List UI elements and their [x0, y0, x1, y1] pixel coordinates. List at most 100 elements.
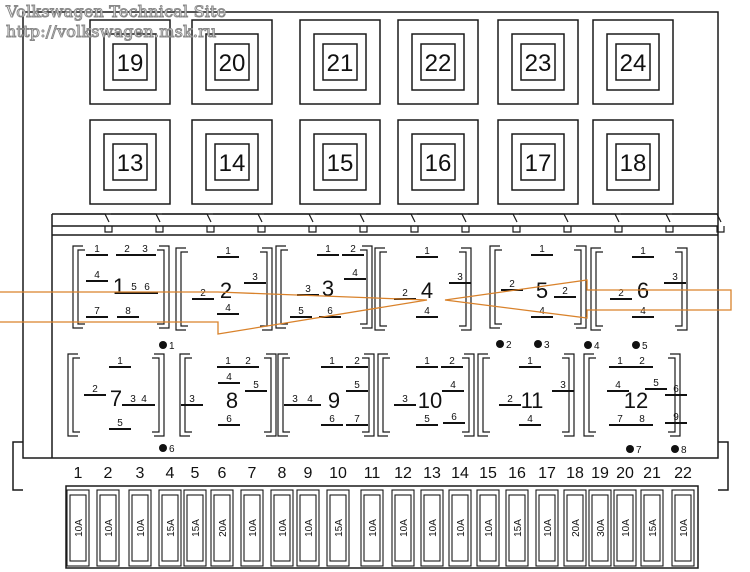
terminal-dot [534, 340, 542, 348]
fuse-rating: 15A [191, 519, 202, 537]
pin-label: 3 [402, 394, 408, 405]
relay-socket-label: 18 [620, 150, 647, 177]
relay-socket-label: 21 [327, 50, 354, 77]
socket-inner [214, 43, 250, 81]
relay-socket-16: 16 [397, 119, 479, 205]
socket-bracket-right [260, 247, 273, 331]
pin-label: 4 [615, 380, 621, 391]
pin-label: 4 [424, 306, 430, 317]
socket-bracket-right [152, 353, 165, 437]
separator-notch [162, 213, 215, 233]
terminal-label: 6 [169, 444, 175, 455]
relay-socket-label: 24 [620, 50, 647, 77]
fuse-body [538, 494, 556, 562]
socket-bracket-right [360, 245, 373, 329]
socket-outer [191, 19, 273, 105]
pin-label: 5 [298, 306, 304, 317]
pin-label: 1 [325, 244, 331, 255]
separator-notch [468, 213, 521, 233]
relay-socket-17: 17 [497, 119, 579, 205]
socket-bracket-left [277, 353, 290, 437]
socket-middle [103, 133, 157, 191]
separator-notch [264, 213, 317, 233]
pin-label: 7 [354, 414, 360, 425]
fuse-number: 11 [364, 465, 381, 482]
relay-socket-20: 20 [191, 19, 273, 105]
pin-label: 1 [527, 356, 533, 367]
fuse-number: 22 [674, 465, 692, 482]
fuse-body [566, 494, 584, 562]
socket-middle [205, 33, 259, 91]
fuse-body [329, 494, 347, 562]
pin-label: 1 [329, 356, 335, 367]
socket-middle [606, 33, 660, 91]
fuse-rating: 10A [74, 519, 85, 537]
fuse-rating: 10A [484, 519, 495, 537]
separator-notch [570, 213, 623, 233]
fuse-rating: 30A [596, 519, 607, 537]
pin-label: 7 [94, 306, 100, 317]
terminal-label: 5 [642, 341, 648, 352]
pin-label: 3 [560, 380, 566, 391]
relay-socket-24: 24 [592, 19, 674, 105]
pin-label: 3 [292, 394, 298, 405]
pin-label: 2 [350, 244, 356, 255]
pin-label: 5 [131, 282, 137, 293]
fuse-rating: 10A [399, 519, 410, 537]
terminal-marker-5: 5 [632, 341, 648, 352]
fuse-body [479, 494, 497, 562]
fuse-rating: 10A [248, 519, 259, 537]
fuse-number: 8 [278, 465, 287, 482]
fuse-number: 15 [479, 465, 497, 482]
relay-socket-label: 23 [525, 50, 552, 77]
separator-notch [315, 213, 368, 233]
pin-label: 2 [562, 286, 568, 297]
fuse-body [243, 494, 261, 562]
pin-label: 3 [672, 272, 678, 283]
relay-position-label: 12 [624, 388, 648, 413]
highlight-overlay-right [444, 279, 732, 319]
fuse-body [423, 494, 441, 562]
fuse-rating: 10A [136, 519, 147, 537]
socket-inner [214, 143, 250, 181]
relay-socket-label: 16 [425, 150, 452, 177]
terminal-dot [671, 445, 679, 453]
pin-label: 3 [457, 272, 463, 283]
pin-label: 5 [424, 414, 430, 425]
socket-bracket-right [462, 353, 475, 437]
separator-notch [672, 213, 725, 233]
socket-outer [592, 119, 674, 205]
socket-bracket-left [179, 353, 192, 437]
pin-label: 4 [94, 270, 100, 281]
pin-label: 8 [639, 414, 645, 425]
relay-position-label: 2 [220, 278, 232, 303]
pin-label: 6 [144, 282, 150, 293]
pin-label: 2 [200, 288, 206, 299]
socket-outer [299, 119, 381, 205]
pin-label: 2 [509, 279, 515, 290]
pin-label: 5 [253, 380, 259, 391]
terminal-marker-1: 1 [159, 341, 175, 352]
pin-label: 4 [141, 394, 147, 405]
fuse-body [213, 494, 231, 562]
pin-label: 2 [507, 394, 513, 405]
pin-label: 5 [653, 378, 659, 389]
fuse-number: 2 [104, 465, 113, 482]
socket-inner [520, 143, 556, 181]
right-mount-tab [718, 441, 729, 491]
pin-label: 1 [225, 356, 231, 367]
relay-socket-label: 22 [425, 50, 452, 77]
socket-middle [511, 33, 565, 91]
fuse-number: 4 [166, 465, 175, 482]
relay-position-label: 10 [418, 388, 442, 413]
socket-bracket-left [583, 353, 596, 437]
relay-socket-label: 14 [219, 150, 246, 177]
